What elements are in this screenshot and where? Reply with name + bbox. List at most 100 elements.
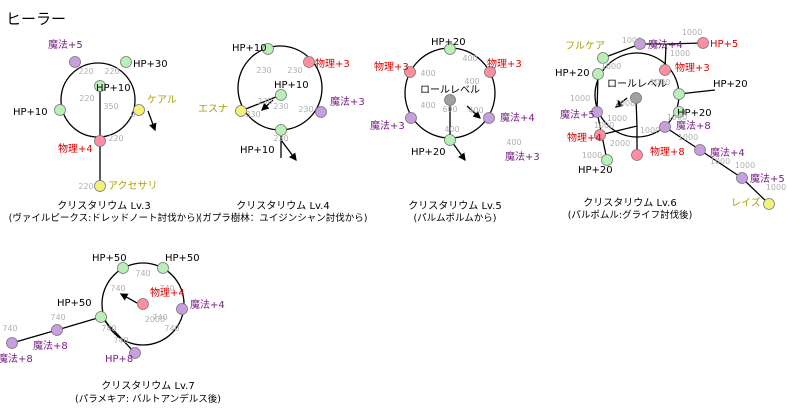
node-label: ロールレベル: [607, 78, 667, 90]
node-label: 物理+3: [315, 57, 350, 70]
purple-node: [405, 112, 417, 124]
green-node: [592, 68, 604, 80]
node-label: 魔法+3: [505, 150, 540, 163]
cost-label: 220: [79, 94, 94, 103]
green-node: [94, 80, 106, 92]
green-node: [95, 311, 107, 323]
node-label: 物理+3: [374, 60, 409, 73]
node-label: HP+20: [555, 68, 590, 79]
yellow-node: [235, 105, 247, 117]
cost-label: 740: [50, 313, 65, 322]
green-node: [597, 52, 609, 64]
purple-node: [634, 38, 646, 50]
green-node: [275, 89, 287, 101]
purple-node: [736, 172, 748, 184]
cost-label: 2000: [610, 139, 630, 148]
cost-label: 1000: [570, 94, 590, 103]
node-label: 物理+4: [150, 286, 185, 299]
green-node: [120, 56, 132, 68]
panel-caption: クリスタリウム Lv.4: [236, 200, 329, 212]
cost-label: 230: [298, 105, 313, 114]
cost-label: 400: [420, 101, 435, 110]
purple-node: [591, 106, 603, 118]
purple-node: [6, 337, 18, 349]
direction-arrow: [119, 293, 138, 304]
pink-node: [484, 66, 496, 78]
cost-label: 740: [2, 324, 17, 333]
direction-arrow: [614, 97, 628, 108]
panel-subcaption: (パラメキア: バルトアンデルス後): [75, 393, 221, 405]
cost-label: 220: [104, 67, 119, 76]
panel-subcaption: (パルポムル:グライフ討伐後): [568, 209, 693, 221]
panel-caption: クリスタリウム Lv.5: [408, 200, 501, 212]
node-label: 魔法+3: [370, 119, 405, 132]
purple-node: [69, 56, 81, 68]
green-node: [275, 124, 287, 136]
purple-node: [129, 347, 141, 359]
green-node: [444, 43, 456, 55]
node-label: ケアル: [147, 94, 177, 106]
node-label: 物理+3: [675, 61, 710, 74]
node-label: 魔法+4: [500, 111, 535, 124]
green-node: [157, 262, 169, 274]
panel-subcaption: (パルムポルムから): [413, 213, 496, 224]
node-label: HP+20: [713, 79, 748, 90]
connector-line: [56, 316, 102, 331]
cost-label: 1000: [615, 99, 635, 108]
node-label: 魔法+5: [48, 38, 83, 51]
panel-caption: クリスタリウム Lv.6: [583, 197, 676, 209]
connector-line: [699, 149, 743, 179]
cost-label: 220: [78, 67, 93, 76]
cost-label: 0: [130, 110, 135, 119]
connector-line: [100, 316, 136, 354]
cost-label: 740: [113, 336, 128, 345]
node-label: 魔法+4: [648, 38, 683, 51]
purple-node: [51, 324, 63, 336]
connector-line: [599, 125, 638, 136]
node-label: アクセサリ: [108, 180, 158, 192]
pink-node: [137, 298, 149, 310]
pink-node: [94, 135, 106, 147]
node-label: HP+10: [96, 83, 131, 94]
cost-label: 1000: [678, 133, 698, 142]
pink-node: [631, 149, 643, 161]
node-label: 魔法+4: [710, 146, 745, 159]
node-label: ロールレベル: [420, 84, 480, 96]
node-label: HP+20: [411, 147, 446, 158]
cost-label: 740: [159, 284, 174, 293]
gray-node: [444, 94, 456, 106]
node-label: HP+20: [677, 108, 712, 119]
green-node: [54, 104, 66, 116]
cost-label: 400: [444, 125, 459, 134]
gray-node: [630, 92, 642, 104]
node-label: HP+10: [240, 145, 275, 156]
node-label: HP+10: [274, 80, 309, 91]
cost-label: 1000: [670, 49, 690, 58]
green-node: [444, 134, 456, 146]
green-node: [262, 43, 274, 55]
cost-label: 740: [135, 269, 150, 278]
cost-label: 740: [164, 324, 179, 333]
cost-label: 1000: [601, 62, 621, 71]
cost-label: 220: [108, 134, 123, 143]
node-label: HP+5: [710, 39, 738, 50]
pink-node: [594, 129, 606, 141]
pink-node: [659, 64, 671, 76]
ring-path: [60, 62, 136, 138]
cost-label: 400: [420, 69, 435, 78]
node-label: 魔法+5: [750, 172, 785, 185]
direction-arrow: [147, 110, 157, 132]
node-label: フルケア: [565, 40, 605, 52]
node-label: HP+8: [105, 354, 133, 365]
node-label: 魔法+4: [190, 298, 225, 311]
cost-label: 330: [245, 110, 260, 119]
cost-label: 740: [110, 284, 125, 293]
yellow-node: [763, 198, 775, 210]
connector-line: [596, 73, 599, 113]
node-label: HP+50: [165, 253, 200, 264]
node-label: HP+10: [232, 43, 267, 54]
node-label: 物理+4: [58, 142, 93, 155]
cost-label: 1000: [710, 157, 730, 166]
panel-subcaption: (ヴァイルピークス:ドレッドノート討伐から): [9, 212, 200, 224]
